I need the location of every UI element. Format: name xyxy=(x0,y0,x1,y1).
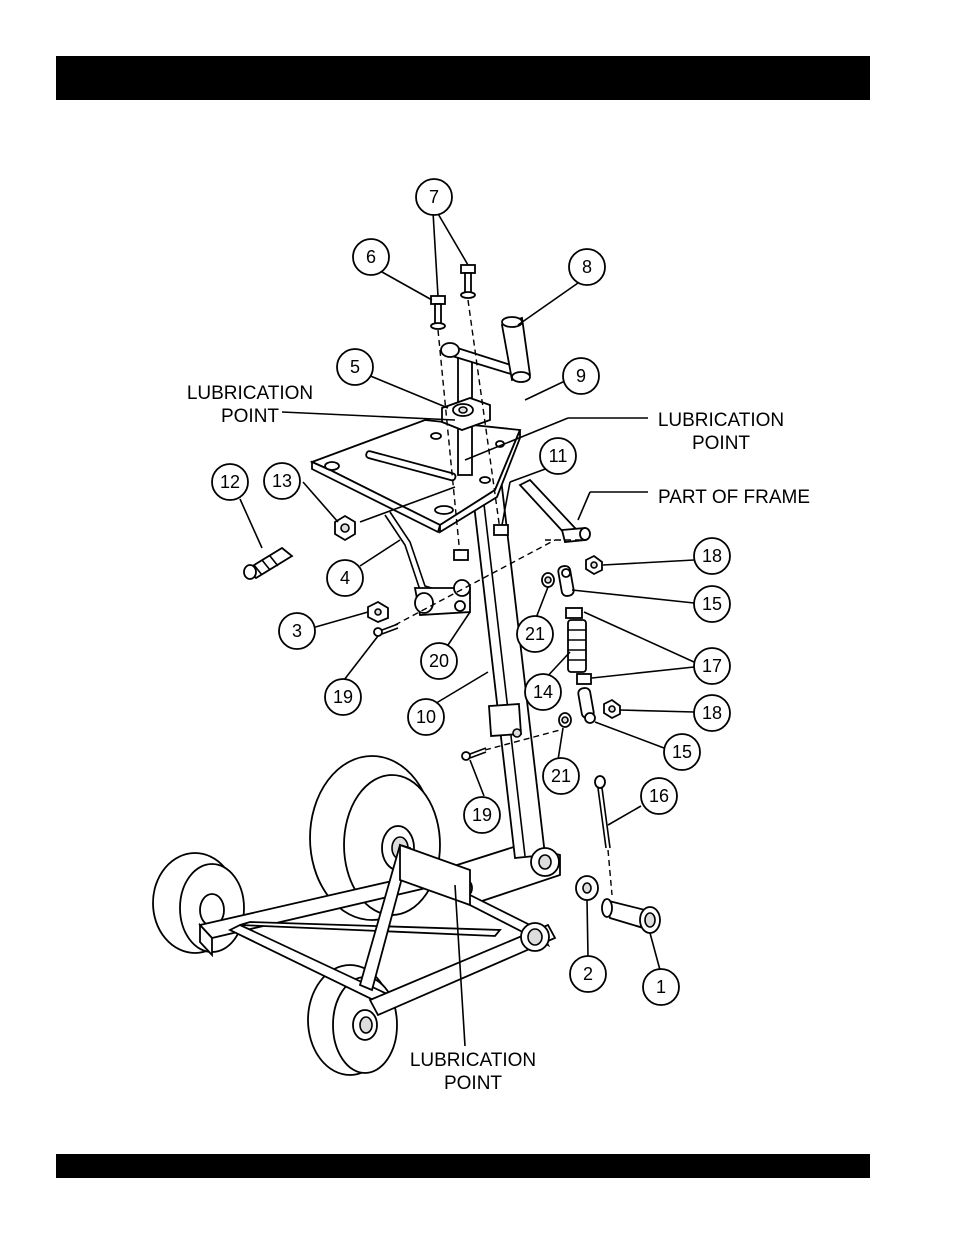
callout-19-upper: 19 xyxy=(325,679,361,715)
callout-7: 7 xyxy=(416,179,452,215)
callout-number: 4 xyxy=(340,568,350,588)
lubrication-point-left-line2: POINT xyxy=(221,406,279,427)
callout-3: 3 xyxy=(279,613,315,649)
callout-10: 10 xyxy=(408,699,444,735)
callout-8: 8 xyxy=(569,249,605,285)
callout-number: 18 xyxy=(702,703,722,723)
callout-number: 7 xyxy=(429,187,439,207)
callout-number: 1 xyxy=(656,977,666,997)
callout-number: 12 xyxy=(220,472,240,492)
callout-number: 17 xyxy=(702,656,722,676)
callout-9: 9 xyxy=(563,358,599,394)
callout-number: 15 xyxy=(702,594,722,614)
callout-number: 16 xyxy=(649,786,669,806)
part-of-frame-label: PART OF FRAME xyxy=(658,487,810,508)
callout-20: 20 xyxy=(421,643,457,679)
callout-15-lower: 15 xyxy=(664,734,700,770)
callout-number: 20 xyxy=(429,651,449,671)
callout-17: 17 xyxy=(694,648,730,684)
screw-19-upper xyxy=(374,624,398,636)
bolts xyxy=(431,265,475,329)
callout-18-lower: 18 xyxy=(694,695,730,731)
callout-number: 14 xyxy=(533,682,553,702)
callout-15-upper: 15 xyxy=(694,586,730,622)
callout-14: 14 xyxy=(525,674,561,710)
callout-4: 4 xyxy=(327,560,363,596)
callout-number: 21 xyxy=(525,624,545,644)
callout-2: 2 xyxy=(570,956,606,992)
callout-19-lower: 19 xyxy=(464,797,500,833)
cotter-pin-16 xyxy=(595,776,610,848)
callout-21-upper: 21 xyxy=(517,616,553,652)
washer-2 xyxy=(576,876,598,900)
lubrication-point-left-line1: LUBRICATION xyxy=(187,383,313,404)
lubrication-point-bottom-line2: POINT xyxy=(444,1073,502,1094)
callout-6: 6 xyxy=(353,239,389,275)
callout-number: 5 xyxy=(350,357,360,377)
callout-number: 10 xyxy=(416,707,436,727)
lubrication-point-bottom-line1: LUBRICATION xyxy=(410,1050,536,1071)
callout-number: 13 xyxy=(272,471,292,491)
callout-number: 9 xyxy=(576,366,586,386)
left-wheel xyxy=(153,853,244,953)
callout-16: 16 xyxy=(641,778,677,814)
callout-21-lower: 21 xyxy=(543,758,579,794)
frame-bracket xyxy=(520,480,590,542)
screw-19-lower xyxy=(462,748,486,760)
callout-number: 2 xyxy=(583,964,593,984)
lubrication-point-right-line2: POINT xyxy=(692,433,750,454)
callout-18-upper: 18 xyxy=(694,538,730,574)
callout-11: 11 xyxy=(540,438,576,474)
pin-1 xyxy=(602,899,660,933)
grip-12 xyxy=(244,548,292,579)
callout-number: 21 xyxy=(551,766,571,786)
callout-number: 8 xyxy=(582,257,592,277)
callout-12: 12 xyxy=(212,464,248,500)
callout-number: 19 xyxy=(333,687,353,707)
callout-5: 5 xyxy=(337,349,373,385)
lubrication-point-right-line1: LUBRICATION xyxy=(658,410,784,431)
callout-number: 3 xyxy=(292,621,302,641)
callout-number: 11 xyxy=(549,446,568,466)
callout-number: 15 xyxy=(672,742,692,762)
callout-1: 1 xyxy=(643,969,679,1005)
callout-number: 6 xyxy=(366,247,376,267)
callout-13: 13 xyxy=(264,463,300,499)
callout-number: 18 xyxy=(702,546,722,566)
callout-number: 19 xyxy=(472,805,492,825)
